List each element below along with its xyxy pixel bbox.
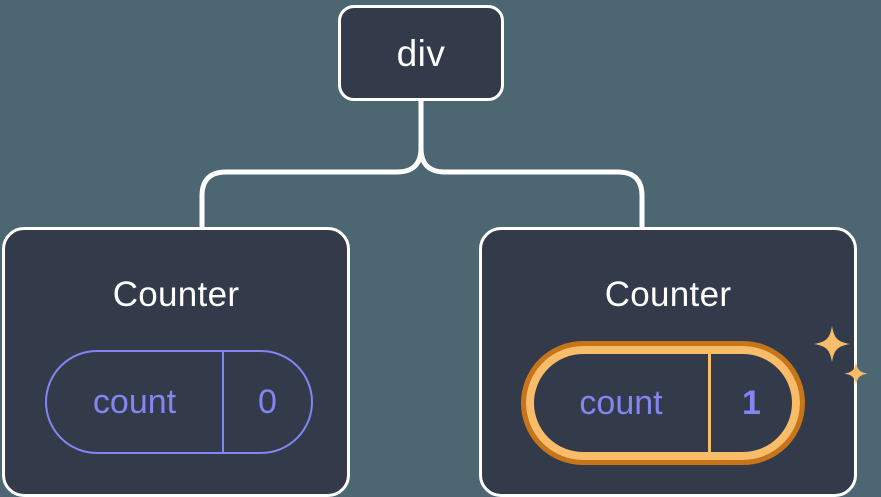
sparkles-icon (814, 326, 868, 386)
highlight-outer-ring (521, 341, 805, 465)
node-div[interactable]: div (338, 5, 504, 101)
counter-right-state-divider (708, 354, 711, 452)
counter-right-state-pill[interactable]: count 1 (521, 341, 805, 465)
counter-left-state-pill[interactable]: count 0 (45, 350, 313, 454)
counter-right-state-key: count (579, 383, 663, 422)
node-counter-right[interactable]: Counter count 1 (479, 227, 868, 497)
counter-left-title: Counter (112, 275, 240, 314)
counter-left-state-key: count (92, 382, 177, 421)
counter-right-state-value: 1 (742, 383, 761, 422)
highlight-inner-ring: count 1 (526, 346, 800, 460)
node-counter-left[interactable]: Counter count 0 (2, 227, 350, 497)
node-div-label: div (396, 32, 446, 74)
counter-right-title: Counter (604, 275, 732, 314)
counter-left-state-value: 0 (258, 382, 277, 421)
counter-left-state-divider (222, 352, 224, 452)
